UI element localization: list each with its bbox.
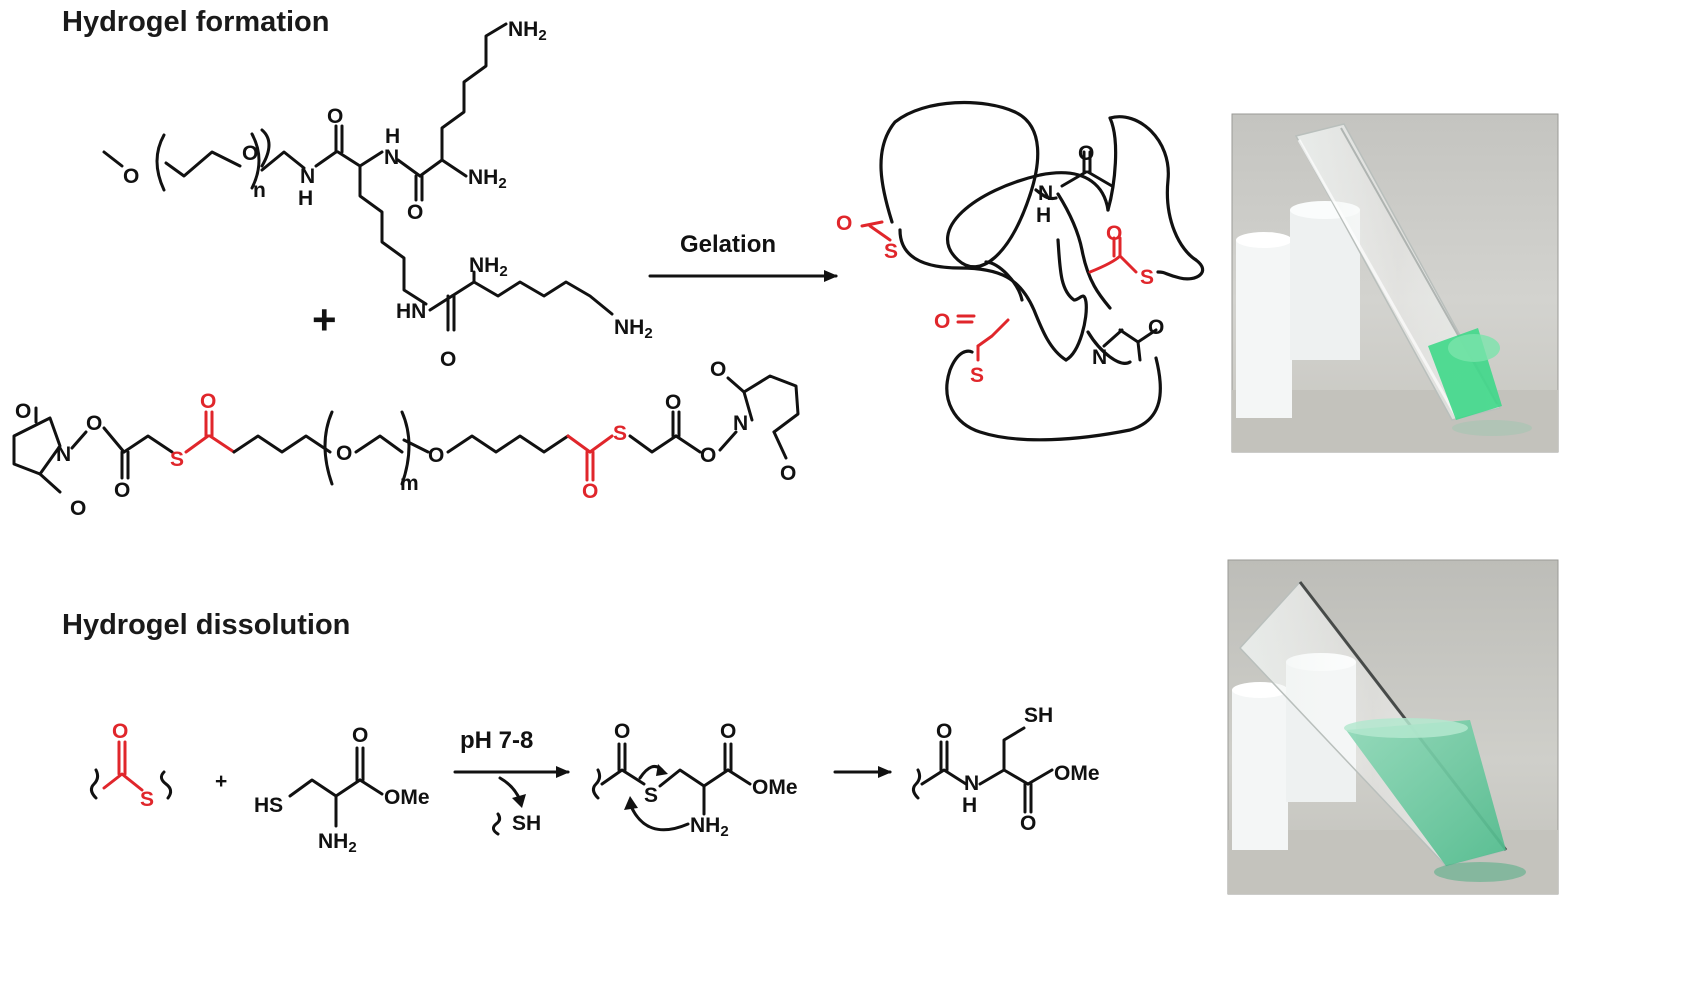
atom-o-peg-cross-2: O <box>428 444 444 467</box>
atom-o-nhs-right-link: O <box>700 444 716 467</box>
peg-lysine-dendron: O O n N H O H N O NH2 NH2 HN O NH <box>102 18 653 371</box>
net-atom-s-1: S <box>884 240 898 263</box>
cys-atom-o-carbonyl: O <box>352 724 368 747</box>
dissolution-reactant-thioester: O S <box>89 720 173 811</box>
label-gelation: Gelation <box>680 231 776 258</box>
thioester-link-1 <box>860 220 884 228</box>
atom-s-thioester-right: S <box>613 422 627 445</box>
cysteine-methyl-ester: HS O OMe NH2 <box>254 724 430 856</box>
net-atom-o-amide-1: O <box>1078 142 1094 165</box>
atom-o-nhs-left-top: O <box>15 400 31 423</box>
net-atom-s-2: S <box>1140 266 1154 289</box>
ph-reaction-arrow: pH 7-8 SH <box>453 727 570 836</box>
atom-h-amide2: H <box>385 125 400 148</box>
atom-o-peg: O <box>242 142 258 165</box>
squiggle-left <box>89 768 100 800</box>
net-atom-n-amide-2: N <box>1092 346 1107 369</box>
atom-o-nhs-right-bot: O <box>780 462 796 485</box>
atom-o-nhs-right-top: O <box>710 358 726 381</box>
atom-o-carbonyl3: O <box>440 348 456 371</box>
diss-atom-o-red: O <box>112 720 128 743</box>
prod-atom-n: N <box>964 772 979 795</box>
plus-sign-dissolution: + <box>215 770 227 793</box>
title-hydrogel-dissolution: Hydrogel dissolution <box>62 609 350 641</box>
net-atom-o-1: O <box>836 212 852 235</box>
title-hydrogel-formation: Hydrogel formation <box>62 6 329 38</box>
prod-atom-sh: SH <box>1024 704 1053 727</box>
net-atom-o-amide-2: O <box>1148 316 1164 339</box>
atom-hn-lower: HN <box>396 300 426 323</box>
net-atom-s-3: S <box>970 364 984 387</box>
label-ph: pH 7-8 <box>460 727 533 754</box>
atom-h-amide1: H <box>298 187 313 210</box>
prod-atom-o-carbonyl: O <box>1020 812 1036 835</box>
photo-dissolved-vial <box>1227 559 1559 895</box>
squiggle-released-thiol <box>491 812 502 836</box>
atom-nh2-alpha: NH2 <box>468 166 507 192</box>
released-atom-sh: SH <box>512 812 541 835</box>
atom-nh2-lower-alpha: NH2 <box>469 254 508 280</box>
atom-n-amide1: N <box>300 165 315 188</box>
atom-o-ester-left: O <box>114 479 130 502</box>
atom-o-nhs-left-link: O <box>86 412 102 435</box>
squiggle-right <box>159 770 173 800</box>
diss-atom-s-red: S <box>140 788 154 811</box>
cys-atom-hs: HS <box>254 794 283 817</box>
net-atom-h-amide-1: H <box>1036 204 1051 227</box>
nhs-thioester-crosslinker: O O N O O S O O m O O S O O N <box>12 358 800 520</box>
int-atom-o-carbonyl: O <box>720 720 736 743</box>
atom-n-nhs-left: N <box>56 443 71 466</box>
prod-atom-o: O <box>936 720 952 743</box>
int-atom-o: O <box>614 720 630 743</box>
atom-o-methoxy: O <box>123 165 139 188</box>
net-atom-o-2: O <box>1106 222 1122 245</box>
thioester-intermediate: O S O OMe NH2 <box>591 720 798 840</box>
atom-o-thioester-right: O <box>582 480 598 503</box>
cys-atom-nh2: NH2 <box>318 830 357 856</box>
atom-o-peg-cross: O <box>336 442 352 465</box>
photo-gel-vial <box>1231 113 1559 453</box>
atom-o-ester-right: O <box>665 391 681 414</box>
int-atom-ome: OMe <box>752 776 798 799</box>
atom-o-carbonyl1: O <box>327 105 343 128</box>
crosslinked-network: O S O S O S N H O O N <box>836 100 1205 442</box>
int-atom-s: S <box>644 784 658 807</box>
atom-s-thioester-left: S <box>170 448 184 471</box>
label-m-repeat: m <box>400 472 419 495</box>
prod-atom-ome: OMe <box>1054 762 1100 785</box>
atom-n-nhs-right: N <box>733 412 748 435</box>
net-atom-o-3: O <box>934 310 950 333</box>
atom-o-nhs-left-bot: O <box>70 497 86 520</box>
atom-o-thioester-left: O <box>200 390 216 413</box>
int-atom-nh2: NH2 <box>690 814 729 840</box>
amide-product: O N H SH O OMe <box>911 704 1100 835</box>
atom-nh2-top: NH2 <box>508 18 547 44</box>
atom-n-amide2: N <box>384 146 399 169</box>
net-atom-n-amide-1: N <box>1038 182 1053 205</box>
label-n-repeat: n <box>253 179 266 202</box>
cys-atom-ome: OMe <box>384 786 430 809</box>
plus-sign-formation: + <box>312 296 337 343</box>
atom-o-carbonyl2: O <box>407 201 423 224</box>
prod-atom-h: H <box>962 794 977 817</box>
atom-nh2-lower-eps: NH2 <box>614 316 653 342</box>
